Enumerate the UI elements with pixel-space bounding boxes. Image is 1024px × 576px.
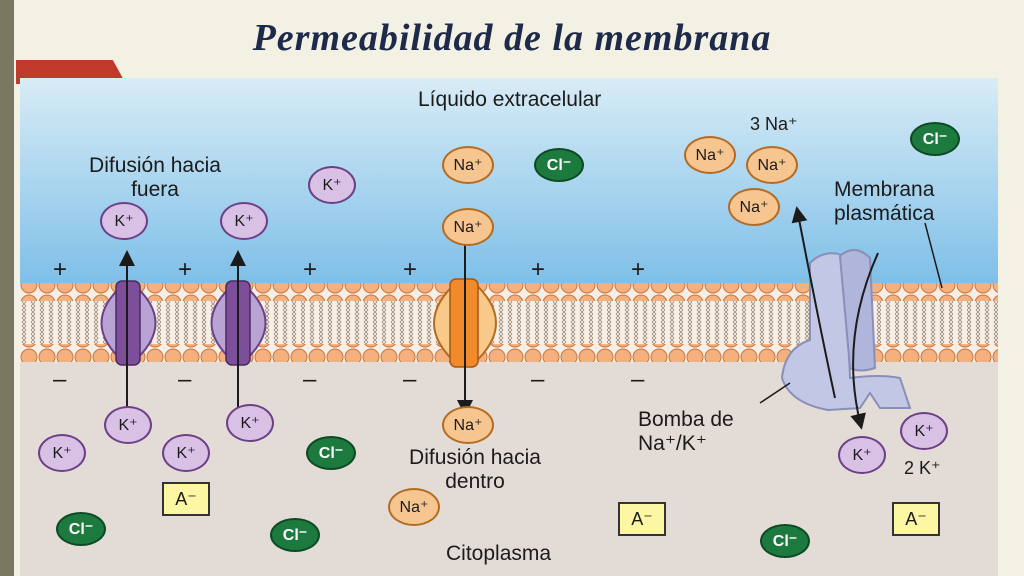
- pump-pointer-line: [759, 382, 791, 404]
- membrane-diagram: Líquido extracelular Difusión hacia fuer…: [20, 78, 998, 576]
- na-ion: Na⁺: [442, 208, 494, 246]
- membrane-label: Membrana plasmática: [834, 178, 934, 226]
- plus-charge: +: [303, 256, 318, 283]
- inward-diffusion-line2: dentro: [445, 470, 505, 493]
- k-ion: K⁺: [104, 406, 152, 444]
- plus-charge: +: [531, 256, 546, 283]
- anion-box: A⁻: [162, 482, 210, 516]
- membrane-line1: Membrana: [834, 178, 935, 201]
- cl-ion: Cl⁻: [306, 436, 356, 470]
- anion-box: A⁻: [892, 502, 940, 536]
- minus-charge: –: [178, 366, 192, 393]
- na-channel: [433, 278, 497, 368]
- lipid-heads-inner: [20, 344, 998, 362]
- k-ion: K⁺: [38, 434, 86, 472]
- outward-diffusion-line1: Difusión hacia: [89, 154, 221, 177]
- pump-label: Bomba de Na⁺/K⁺: [638, 408, 734, 456]
- k-ion: K⁺: [162, 434, 210, 472]
- na-ion: Na⁺: [746, 146, 798, 184]
- plus-charge: +: [53, 256, 68, 283]
- minus-charge: –: [631, 366, 645, 393]
- cl-ion: Cl⁻: [270, 518, 320, 552]
- k-ion: K⁺: [308, 166, 356, 204]
- na-ion: Na⁺: [684, 136, 736, 174]
- membrane-pointer-line: [924, 222, 943, 289]
- k-ion: K⁺: [226, 404, 274, 442]
- minus-charge: –: [53, 366, 67, 393]
- diagram-canvas: [20, 78, 998, 576]
- outward-diffusion-line2: fuera: [131, 178, 179, 201]
- minus-charge: –: [403, 366, 417, 393]
- cl-ion: Cl⁻: [910, 122, 960, 156]
- inward-diffusion-label: Difusión hacia dentro: [375, 446, 575, 494]
- extracellular-region: [20, 78, 998, 283]
- pump-k-count-label: 2 K⁺: [904, 458, 941, 478]
- lipid-heads-outer: [20, 283, 998, 301]
- slide-left-stripe: [0, 0, 14, 576]
- pump-na-count-label: 3 Na⁺: [750, 114, 798, 134]
- k-ion: K⁺: [838, 436, 886, 474]
- minus-charge: –: [531, 366, 545, 393]
- na-ion: Na⁺: [728, 188, 780, 226]
- na-ion: Na⁺: [442, 406, 494, 444]
- cl-ion: Cl⁻: [760, 524, 810, 558]
- pump-line2: Na⁺/K⁺: [638, 432, 707, 455]
- minus-charge: –: [303, 366, 317, 393]
- plus-charge: +: [178, 256, 193, 283]
- cl-ion: Cl⁻: [56, 512, 106, 546]
- cl-ion: Cl⁻: [534, 148, 584, 182]
- pump-na-out-arrow: [791, 206, 836, 399]
- extracellular-label: Líquido extracelular: [418, 88, 602, 111]
- cytoplasm-label: Citoplasma: [446, 542, 552, 565]
- na-ion: Na⁺: [388, 488, 440, 526]
- slide-title: Permeabilidad de la membrana: [252, 17, 772, 59]
- plus-charge: +: [403, 256, 418, 283]
- anion-box: A⁻: [618, 502, 666, 536]
- k-ion: K⁺: [220, 202, 268, 240]
- plus-charge: +: [631, 256, 646, 283]
- na-ion: Na⁺: [442, 146, 494, 184]
- inward-diffusion-line1: Difusión hacia: [409, 446, 541, 469]
- pump-k-in-arrow: [850, 252, 879, 430]
- k-ion: K⁺: [100, 202, 148, 240]
- pump-line1: Bomba de: [638, 408, 734, 431]
- outward-diffusion-label: Difusión hacia fuera: [70, 154, 240, 202]
- membrane-line2: plasmática: [834, 202, 935, 225]
- k-ion: K⁺: [900, 412, 948, 450]
